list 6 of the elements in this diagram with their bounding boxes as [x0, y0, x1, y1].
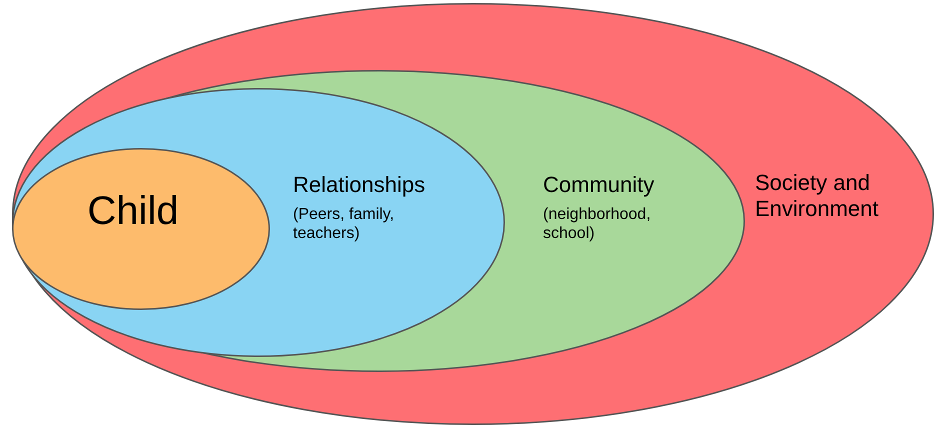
ring-title: Society and Environment: [755, 170, 880, 223]
ring-subtitle: (neighborhood, school): [543, 205, 652, 244]
ring-subtitle: (Peers, family, teachers): [293, 205, 396, 244]
ring-title: Child: [86, 188, 180, 235]
ring-title: Relationships: [293, 172, 426, 198]
ring-title: Community: [543, 172, 656, 198]
